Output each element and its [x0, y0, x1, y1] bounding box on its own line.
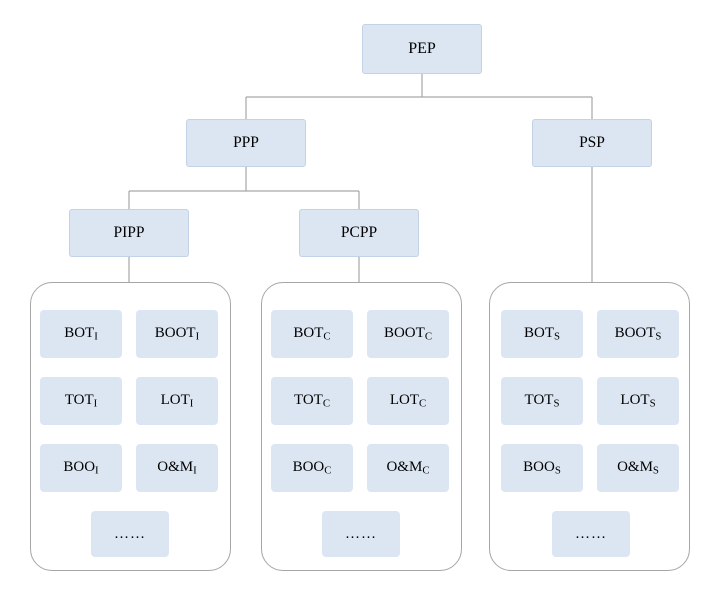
pcpp-group-box — [261, 282, 462, 571]
leaf-boo-s-label: BOOS — [523, 458, 561, 477]
leaf-bot-s[interactable]: BOTS — [501, 310, 583, 358]
leaf-boo-i-label: BOOI — [63, 458, 99, 477]
leaf-om-s[interactable]: O&MS — [597, 444, 679, 492]
leaf-tot-i[interactable]: TOTI — [40, 377, 122, 425]
leaf-bot-i-label: BOTI — [64, 324, 98, 343]
leaf-bot-c[interactable]: BOTC — [271, 310, 353, 358]
node-pep[interactable]: PEP — [362, 24, 482, 74]
leaf-tot-c-label: TOTC — [293, 391, 331, 410]
leaf-om-i-label: O&MI — [157, 458, 197, 477]
leaf-boot-c-label: BOOTC — [383, 324, 433, 343]
leaf-ellipsis-s: …… — [552, 511, 630, 557]
leaf-ellipsis-c: …… — [322, 511, 400, 557]
leaf-om-c[interactable]: O&MC — [367, 444, 449, 492]
leaf-om-s-label: O&MS — [617, 458, 659, 477]
node-pipp-label: PIPP — [113, 224, 145, 242]
leaf-ellipsis-s-label: …… — [575, 525, 607, 542]
leaf-lot-i[interactable]: LOTI — [136, 377, 218, 425]
leaf-boot-i-label: BOOTI — [154, 324, 200, 343]
leaf-ellipsis-i-label: …… — [114, 525, 146, 542]
leaf-boo-i[interactable]: BOOI — [40, 444, 122, 492]
leaf-boo-c-label: BOOC — [292, 458, 332, 477]
leaf-tot-c[interactable]: TOTC — [271, 377, 353, 425]
leaf-tot-s-label: TOTS — [524, 391, 560, 410]
leaf-boot-s[interactable]: BOOTS — [597, 310, 679, 358]
leaf-ellipsis-i: …… — [91, 511, 169, 557]
leaf-bot-i[interactable]: BOTI — [40, 310, 122, 358]
leaf-tot-s[interactable]: TOTS — [501, 377, 583, 425]
node-pcpp-label: PCPP — [340, 224, 378, 242]
leaf-bot-c-label: BOTC — [293, 324, 331, 343]
leaf-lot-i-label: LOTI — [160, 391, 194, 410]
leaf-om-c-label: O&MC — [386, 458, 430, 477]
leaf-lot-s-label: LOTS — [620, 391, 656, 410]
node-pcpp[interactable]: PCPP — [299, 209, 419, 257]
node-pipp[interactable]: PIPP — [69, 209, 189, 257]
leaf-lot-c-label: LOTC — [389, 391, 427, 410]
leaf-bot-s-label: BOTS — [523, 324, 560, 343]
leaf-ellipsis-c-label: …… — [345, 525, 377, 542]
leaf-boot-s-label: BOOTS — [614, 324, 662, 343]
leaf-om-i[interactable]: O&MI — [136, 444, 218, 492]
pipp-group-box — [30, 282, 231, 571]
node-pep-label: PEP — [408, 40, 436, 57]
leaf-boo-c[interactable]: BOOC — [271, 444, 353, 492]
leaf-lot-s[interactable]: LOTS — [597, 377, 679, 425]
leaf-boo-s[interactable]: BOOS — [501, 444, 583, 492]
node-ppp-label: PPP — [233, 134, 259, 152]
psp-group-box — [489, 282, 690, 571]
node-psp[interactable]: PSP — [532, 119, 652, 167]
node-ppp[interactable]: PPP — [186, 119, 306, 167]
node-psp-label: PSP — [579, 134, 605, 152]
leaf-boot-c[interactable]: BOOTC — [367, 310, 449, 358]
leaf-lot-c[interactable]: LOTC — [367, 377, 449, 425]
leaf-boot-i[interactable]: BOOTI — [136, 310, 218, 358]
leaf-tot-i-label: TOTI — [64, 391, 98, 410]
